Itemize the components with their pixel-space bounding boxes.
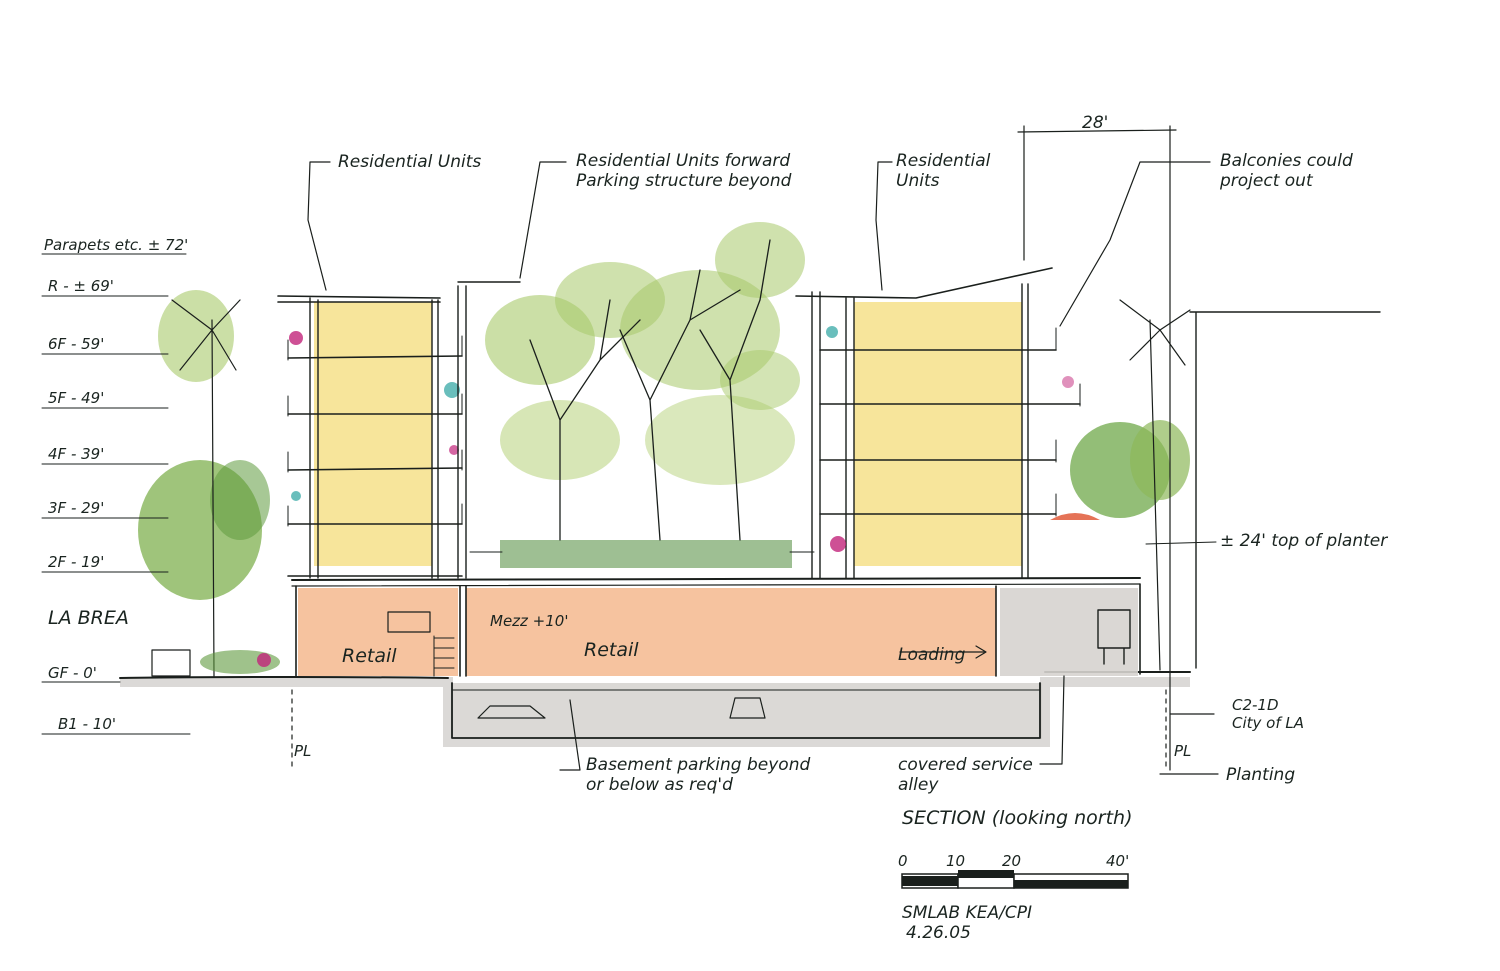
parking-structure bbox=[457, 281, 821, 579]
car-icon bbox=[729, 697, 766, 719]
retail-main-label: Retail bbox=[584, 639, 639, 661]
zoning-label: C2-1D bbox=[1232, 696, 1279, 714]
balconies-label: Balconies could bbox=[1220, 151, 1353, 171]
street-label: LA BREA bbox=[48, 607, 129, 629]
person-icon bbox=[444, 382, 460, 398]
person-icon bbox=[826, 326, 838, 338]
person-icon bbox=[291, 491, 301, 501]
scale-tick-label: 20 bbox=[1002, 852, 1021, 870]
residential-right-label: Residential bbox=[896, 151, 991, 171]
ground-floor bbox=[291, 577, 1141, 677]
level-label: B1 - 10' bbox=[58, 715, 116, 733]
scale-tick-label: 40' bbox=[1106, 852, 1129, 870]
service-alley-label-2: alley bbox=[898, 775, 939, 795]
residential-mid-label: Residential Units forward bbox=[576, 151, 790, 171]
mezz-label: Mezz +10' bbox=[490, 612, 568, 630]
person-icon bbox=[289, 331, 303, 345]
title-block: SECTION (looking north) 0 10 20 40' SMLA… bbox=[898, 807, 1133, 943]
planter-label: ± 24' top of planter bbox=[1220, 531, 1388, 551]
person-icon bbox=[830, 536, 846, 552]
planting-label: Planting bbox=[1226, 765, 1295, 785]
parapets-label: Parapets etc. ± 72' bbox=[44, 236, 188, 254]
courtyard-trees bbox=[485, 222, 805, 541]
retail-left-label: Retail bbox=[342, 645, 397, 667]
residential-left-label: Residential Units bbox=[338, 152, 481, 172]
scale-tick-label: 0 bbox=[898, 852, 908, 870]
property-line-left: PL bbox=[294, 742, 311, 760]
left-streetscape bbox=[138, 290, 280, 677]
scale-tick-label: 10 bbox=[946, 852, 965, 870]
level-label: 5F - 49' bbox=[48, 389, 104, 407]
section-title: SECTION (looking north) bbox=[902, 807, 1133, 829]
basement-label-2: or below as req'd bbox=[586, 775, 733, 795]
car-icon bbox=[477, 705, 546, 719]
service-alley bbox=[1000, 588, 1138, 676]
basement-parking bbox=[452, 683, 1042, 739]
zoning-label-2: City of LA bbox=[1232, 714, 1304, 732]
service-alley-label: covered service bbox=[898, 755, 1033, 775]
level-datums bbox=[41, 295, 191, 735]
loading-label: Loading bbox=[898, 645, 966, 665]
property-line-right: PL bbox=[1174, 742, 1191, 760]
basement-label: Basement parking beyond bbox=[586, 755, 810, 775]
person-icon bbox=[449, 445, 459, 455]
level-label: 6F - 59' bbox=[48, 335, 104, 353]
umbrella-icon bbox=[1050, 513, 1100, 520]
scale-bar bbox=[901, 870, 1129, 889]
date-label: 4.26.05 bbox=[906, 923, 971, 943]
retail-left bbox=[298, 588, 458, 676]
level-label: 2F - 19' bbox=[48, 553, 104, 571]
retail-main bbox=[466, 588, 996, 676]
level-label: GF - 0' bbox=[48, 664, 97, 682]
balconies-label-2: project out bbox=[1219, 171, 1314, 191]
residential-tower-left bbox=[277, 295, 463, 579]
leaders bbox=[41, 161, 1219, 775]
residential-tower-right bbox=[795, 267, 1100, 579]
level-label: 3F - 29' bbox=[48, 499, 104, 517]
right-streetscape bbox=[1017, 125, 1381, 771]
level-label: 4F - 39' bbox=[48, 445, 104, 463]
dimension-label: 28' bbox=[1082, 113, 1108, 133]
level-label: R - ± 69' bbox=[48, 277, 114, 295]
ground bbox=[119, 671, 1191, 747]
person-icon bbox=[1062, 376, 1074, 388]
residential-right-label-2: Units bbox=[896, 171, 940, 191]
credit-label: SMLAB KEA/CPI bbox=[902, 903, 1032, 923]
parking-beyond-label: Parking structure beyond bbox=[576, 171, 792, 191]
